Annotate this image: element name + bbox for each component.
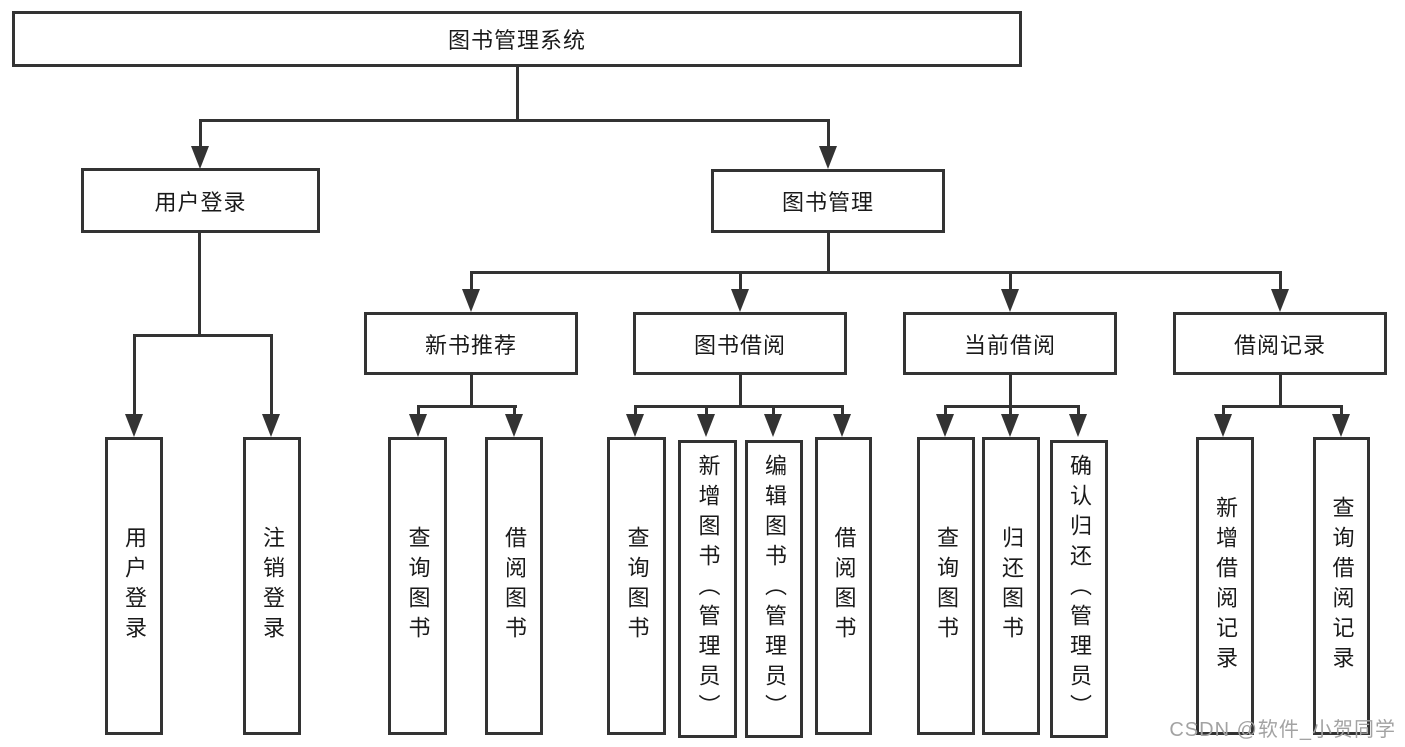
arrow-down-icon — [262, 414, 280, 437]
arrow-down-icon — [1001, 414, 1019, 437]
connector-drop-bb-edit — [772, 405, 775, 416]
arrow-down-icon — [1001, 289, 1019, 312]
node-leaf-nb-query-book-label: 查询图书 — [405, 526, 431, 646]
connector-drop-ul-logout — [270, 334, 273, 415]
node-leaf-nb-borrow-book-label: 借阅图书 — [502, 526, 527, 646]
connector-book-mgmt-bar — [470, 271, 1282, 274]
node-new-book-rec: 新书推荐 — [364, 312, 578, 375]
connector-bb-stem — [739, 375, 742, 408]
node-leaf-bb-add-book: 新增图书（管理员） — [678, 440, 737, 738]
connector-user-login-bar — [133, 334, 273, 337]
node-current-borrow-label: 当前借阅 — [963, 332, 1056, 358]
node-leaf-user-login-label: 用户登录 — [122, 526, 147, 646]
node-leaf-logout: 注销登录 — [243, 437, 301, 735]
connector-drop-current-borrow — [1009, 271, 1012, 291]
arrow-down-icon — [626, 414, 644, 437]
connector-drop-cb-return — [1009, 405, 1012, 416]
node-leaf-logout-label: 注销登录 — [260, 526, 285, 646]
arrow-down-icon — [833, 414, 851, 437]
node-borrow-record-label: 借阅记录 — [1233, 332, 1326, 358]
node-leaf-cb-query-book-label: 查询图书 — [934, 526, 959, 646]
node-leaf-bb-borrow-book-label: 借阅图书 — [831, 526, 857, 646]
node-current-borrow: 当前借阅 — [903, 312, 1117, 375]
arrow-down-icon — [505, 414, 523, 437]
node-leaf-bb-add-book-label: 新增图书（管理员） — [695, 454, 721, 724]
connector-cb-stem — [1009, 375, 1012, 408]
connector-nb-stem — [470, 375, 473, 408]
node-book-mgmt: 图书管理 — [711, 169, 945, 233]
connector-drop-bb-add — [705, 405, 708, 416]
node-leaf-cb-query-book: 查询图书 — [917, 437, 975, 735]
arrow-down-icon — [191, 146, 209, 169]
node-user-login-group-label: 用户登录 — [154, 189, 247, 215]
arrow-down-icon — [409, 414, 427, 437]
node-leaf-nb-query-book: 查询图书 — [388, 437, 447, 735]
node-leaf-bb-edit-book-label: 编辑图书（管理员） — [762, 454, 787, 724]
watermark: CSDN @软件_小贺同学 — [1169, 719, 1396, 741]
connector-user-login-stem — [198, 233, 201, 337]
arrow-down-icon — [462, 289, 480, 312]
connector-drop-bb-borrow — [841, 405, 844, 416]
connector-drop-br-query — [1340, 405, 1343, 416]
arrow-down-icon — [731, 289, 749, 312]
node-leaf-user-login: 用户登录 — [105, 437, 163, 735]
node-book-mgmt-label: 图书管理 — [781, 190, 874, 215]
node-leaf-br-query-record-label: 查询借阅记录 — [1329, 496, 1355, 676]
node-leaf-nb-borrow-book: 借阅图书 — [485, 437, 543, 735]
node-leaf-bb-query-book-label: 查询图书 — [624, 526, 650, 646]
arrow-down-icon — [697, 414, 715, 437]
connector-root-stem — [516, 67, 519, 120]
connector-drop-borrow-record — [1279, 271, 1282, 291]
connector-drop-cb-query — [944, 405, 947, 416]
connector-root-bar — [199, 119, 829, 122]
arrow-down-icon — [1069, 414, 1087, 437]
node-leaf-br-query-record: 查询借阅记录 — [1313, 437, 1370, 735]
node-root-label: 图书管理系统 — [447, 28, 586, 53]
arrow-down-icon — [1332, 414, 1350, 437]
connector-nb-bar — [417, 405, 517, 408]
connector-drop-book-mgmt — [827, 119, 830, 149]
connector-drop-nb-borrow — [513, 405, 516, 416]
connector-drop-cb-confirm — [1077, 405, 1080, 416]
node-leaf-cb-return-book-label: 归还图书 — [999, 526, 1024, 646]
arrow-down-icon — [125, 414, 143, 437]
node-new-book-rec-label: 新书推荐 — [424, 332, 517, 358]
node-leaf-cb-confirm-return-label: 确认归还（管理员） — [1067, 454, 1092, 724]
node-borrow-record: 借阅记录 — [1173, 312, 1387, 375]
connector-drop-nb-query — [417, 405, 420, 416]
arrow-down-icon — [1271, 289, 1289, 312]
node-leaf-br-add-record: 新增借阅记录 — [1196, 437, 1254, 735]
connector-drop-book-borrow — [739, 271, 742, 291]
connector-br-bar — [1222, 405, 1343, 408]
arrow-down-icon — [819, 146, 837, 169]
node-leaf-bb-edit-book: 编辑图书（管理员） — [745, 440, 803, 738]
node-leaf-bb-query-book: 查询图书 — [607, 437, 666, 735]
node-leaf-cb-return-book: 归还图书 — [982, 437, 1040, 735]
connector-br-stem — [1279, 375, 1282, 408]
node-book-borrow-label: 图书借阅 — [693, 332, 786, 358]
connector-drop-new-book-rec — [470, 271, 473, 291]
connector-drop-bb-query — [634, 405, 637, 416]
arrow-down-icon — [936, 414, 954, 437]
node-leaf-br-add-record-label: 新增借阅记录 — [1213, 496, 1238, 676]
node-leaf-cb-confirm-return: 确认归还（管理员） — [1050, 440, 1108, 738]
connector-cb-bar — [944, 405, 1080, 408]
arrow-down-icon — [1214, 414, 1232, 437]
node-book-borrow: 图书借阅 — [633, 312, 847, 375]
node-leaf-bb-borrow-book: 借阅图书 — [815, 437, 872, 735]
connector-drop-br-add — [1222, 405, 1225, 416]
node-user-login-group: 用户登录 — [81, 168, 320, 233]
node-root: 图书管理系统 — [12, 11, 1022, 67]
arrow-down-icon — [764, 414, 782, 437]
connector-bb-bar — [634, 405, 844, 408]
connector-book-mgmt-stem — [827, 232, 830, 274]
connector-drop-ul-login — [133, 334, 136, 415]
connector-drop-user-login — [199, 119, 202, 149]
